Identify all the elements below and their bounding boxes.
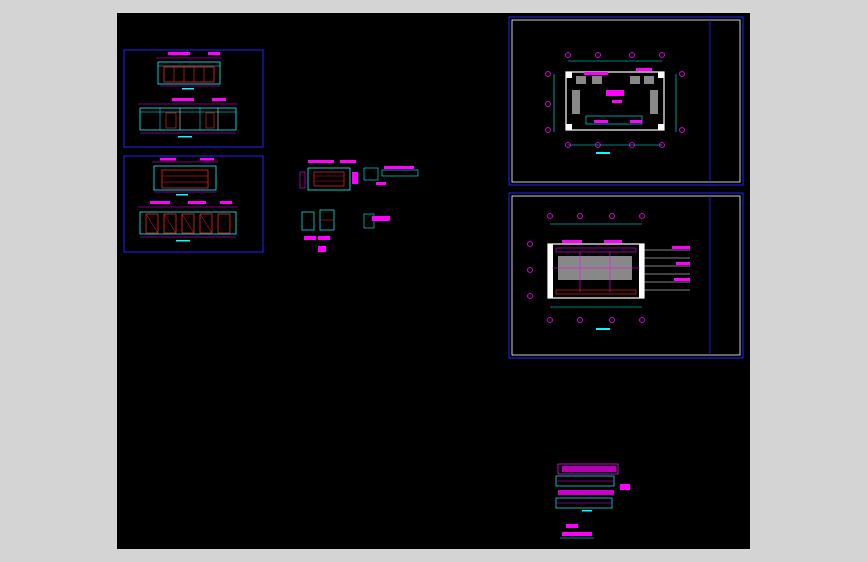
sheet-floor-plan[interactable] — [508, 16, 744, 186]
sheet-elevation-set-b[interactable] — [123, 155, 264, 253]
sheet-ceiling-plan[interactable] — [508, 192, 744, 359]
sheet-frame — [508, 16, 744, 186]
detail-group-middle[interactable] — [299, 160, 419, 252]
sheet-border — [511, 195, 741, 356]
elevation-drawing — [138, 98, 238, 138]
elevation-drawing — [138, 201, 238, 242]
sheet-frame — [123, 155, 264, 253]
sheet-elevation-set-a[interactable] — [123, 49, 264, 148]
elevation-drawing — [152, 158, 218, 196]
detail-group-bottom[interactable] — [555, 463, 630, 539]
plan-drawing — [545, 52, 685, 154]
plan-drawing — [527, 213, 690, 330]
sheet-frame — [508, 192, 744, 359]
sheet-border — [511, 19, 741, 183]
sheet-frame — [123, 49, 264, 148]
elevation-drawing — [156, 52, 222, 90]
